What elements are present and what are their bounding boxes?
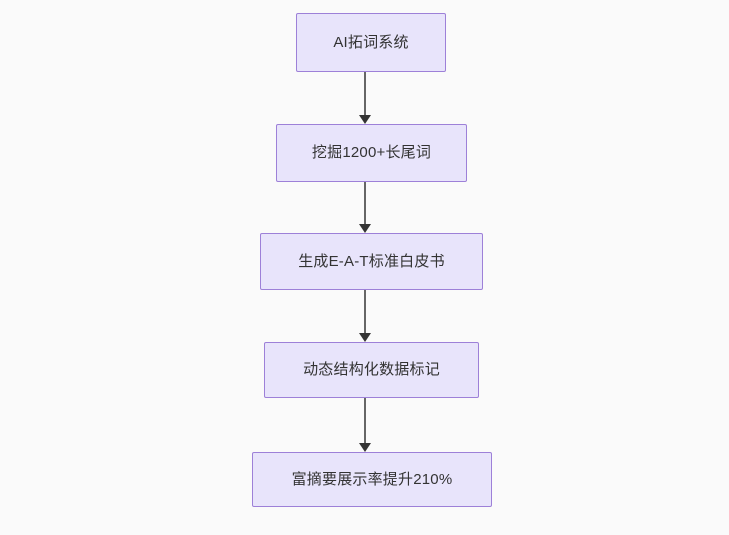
arrowhead-icon	[359, 333, 371, 342]
connector-line	[364, 182, 366, 225]
arrowhead-icon	[359, 115, 371, 124]
connector-line	[364, 72, 366, 116]
arrowhead-icon	[359, 224, 371, 233]
flow-connector-1	[359, 72, 371, 124]
flow-node-label: 生成E-A-T标准白皮书	[298, 252, 445, 270]
flow-node-rich-snippet-uplift[interactable]: 富摘要展示率提升210%	[252, 452, 492, 507]
flow-connector-2	[359, 182, 371, 233]
flow-node-mine-longtail-keywords[interactable]: 挖掘1200+长尾词	[276, 124, 467, 182]
connector-line	[364, 290, 366, 334]
arrowhead-icon	[359, 443, 371, 452]
connector-line	[364, 398, 366, 444]
flow-connector-3	[359, 290, 371, 342]
flow-node-ai-keyword-system[interactable]: AI拓词系统	[296, 13, 446, 72]
flow-node-label: 动态结构化数据标记	[303, 361, 440, 378]
flow-connector-4	[359, 398, 371, 452]
flow-node-generate-eat-whitepaper[interactable]: 生成E-A-T标准白皮书	[260, 233, 483, 290]
flow-node-dynamic-structured-data[interactable]: 动态结构化数据标记	[264, 342, 479, 398]
flow-node-label: 富摘要展示率提升210%	[291, 470, 453, 488]
flow-node-label: 挖掘1200+长尾词	[311, 144, 432, 161]
flow-node-label: AI拓词系统	[333, 33, 409, 51]
